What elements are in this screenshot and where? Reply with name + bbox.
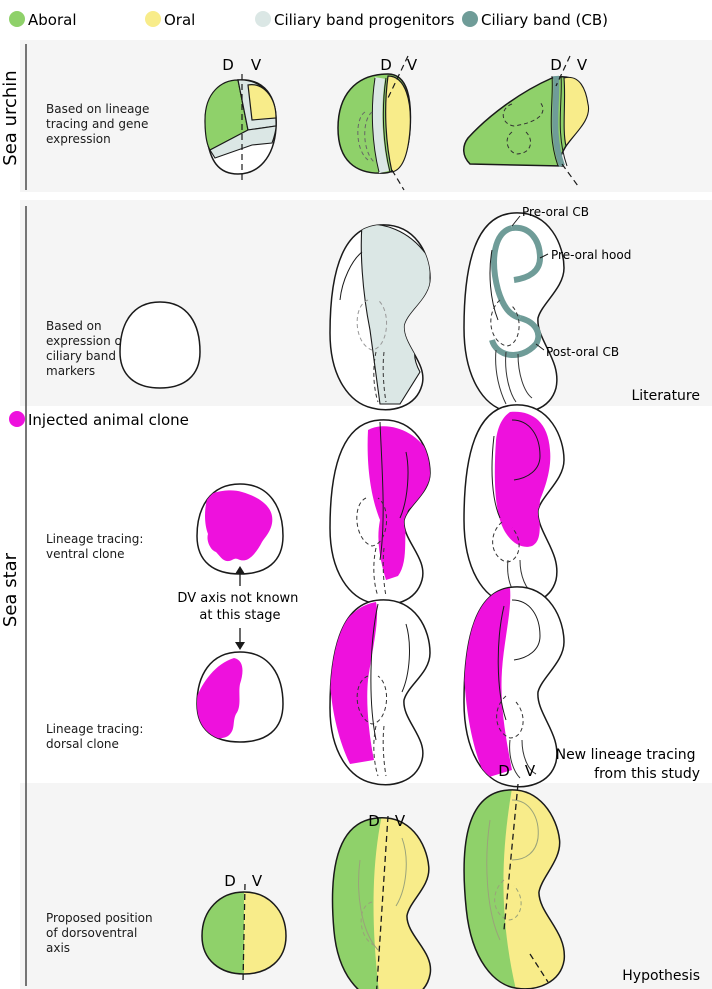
legend-label-injected: Injected animal clone xyxy=(28,411,189,429)
side-label-urchin: Sea urchin xyxy=(0,70,21,165)
hypothesis-2-v-label: V xyxy=(395,812,406,830)
dv-note-text: DV axis not known at this stage xyxy=(177,591,302,623)
ventral-larva-2 xyxy=(329,419,431,606)
dv-note-line1: DV axis not known xyxy=(177,591,298,606)
tag-literature: Literature xyxy=(631,388,700,404)
legend-label-aboral: Aboral xyxy=(28,11,77,29)
row-label-literature-line4: markers xyxy=(46,364,95,378)
row-label-dorsal: Lineage tracing: dorsal clone xyxy=(46,722,147,751)
dorsal-egg xyxy=(196,651,284,743)
row-label-ventral-line1: Lineage tracing: xyxy=(46,532,143,546)
dv-note-line2: at this stage xyxy=(199,608,280,623)
ventral-larva-3 xyxy=(463,404,565,606)
urchin-embryo-3: D V xyxy=(463,55,590,187)
row-label-literature-line2: expression of xyxy=(46,334,127,348)
row-label-ventral-line2: ventral clone xyxy=(46,547,125,561)
legend-label-progenitors: Ciliary band progenitors xyxy=(274,11,455,29)
legend-swatch-aboral xyxy=(9,11,25,27)
urchin-1-d-label: D xyxy=(222,56,234,74)
row-label-hypothesis-line3: axis xyxy=(46,941,70,955)
urchin-embryo-2: D V xyxy=(337,55,418,191)
row-label-urchin-line2: tracing and gene xyxy=(46,117,148,131)
hypothesis-larva-2: D V xyxy=(323,812,441,989)
tag-new-study-line2: from this study xyxy=(594,766,700,782)
literature-egg xyxy=(119,301,201,389)
legend: Aboral Oral Ciliary band progenitors Cil… xyxy=(9,11,608,29)
hypothesis-3-d-label: D xyxy=(498,762,510,780)
dv-note: DV axis not known at this stage xyxy=(177,566,302,650)
literature-larva-2 xyxy=(329,224,431,411)
tag-new-study: New lineage tracing from this study xyxy=(556,747,700,782)
callout-preoral-hood: Pre-oral hood xyxy=(551,248,631,262)
legend-label-oral: Oral xyxy=(164,11,195,29)
row-label-literature-line1: Based on xyxy=(46,319,102,333)
tag-hypothesis: Hypothesis xyxy=(622,968,700,984)
row-label-hypothesis-line1: Proposed position xyxy=(46,911,153,925)
row-label-ventral: Lineage tracing: ventral clone xyxy=(46,532,147,561)
hypothesis-2-d-label: D xyxy=(368,812,380,830)
row-label-dorsal-line1: Lineage tracing: xyxy=(46,722,143,736)
row-label-literature-line3: ciliary band xyxy=(46,349,116,363)
side-label-star: Sea star xyxy=(0,552,21,627)
urchin-3-d-label: D xyxy=(550,56,562,74)
legend-swatch-progenitors xyxy=(255,11,271,27)
row-label-urchin: Based on lineage tracing and gene expres… xyxy=(46,102,153,146)
literature-callouts: Pre-oral CB Pre-oral hood Post-oral CB xyxy=(511,205,631,359)
urchin-2-d-label: D xyxy=(380,56,392,74)
row-label-urchin-line3: expression xyxy=(46,132,111,146)
dorsal-larva-3 xyxy=(463,586,565,788)
row-label-literature: Based on expression of ciliary band mark… xyxy=(46,319,130,378)
callout-preoral-cb: Pre-oral CB xyxy=(522,205,589,219)
legend-swatch-oral xyxy=(145,11,161,27)
hypothesis-3-v-label: V xyxy=(525,762,536,780)
legend-swatch-ciliary-band xyxy=(462,11,478,27)
urchin-embryo-1: D V xyxy=(204,56,277,182)
legend-swatch-injected xyxy=(9,411,25,427)
row-label-hypothesis-line2: of dorsoventral xyxy=(46,926,137,940)
urchin-1-v-label: V xyxy=(251,56,262,74)
hypothesis-1-v-label: V xyxy=(252,872,263,890)
legend-label-ciliary-band: Ciliary band (CB) xyxy=(481,11,608,29)
urchin-3-v-label: V xyxy=(577,56,588,74)
tag-new-study-line1: New lineage tracing xyxy=(556,747,696,763)
hypothesis-egg: D V xyxy=(201,872,287,983)
hypothesis-1-d-label: D xyxy=(224,872,236,890)
row-label-hypothesis: Proposed position of dorsoventral axis xyxy=(46,911,156,955)
callout-postoral-cb: Post-oral CB xyxy=(546,345,619,359)
dorsal-larva-2 xyxy=(329,599,431,786)
row-label-dorsal-line2: dorsal clone xyxy=(46,737,119,751)
row-label-urchin-line1: Based on lineage xyxy=(46,102,149,116)
ventral-egg xyxy=(196,483,284,575)
urchin-2-v-label: V xyxy=(407,56,418,74)
